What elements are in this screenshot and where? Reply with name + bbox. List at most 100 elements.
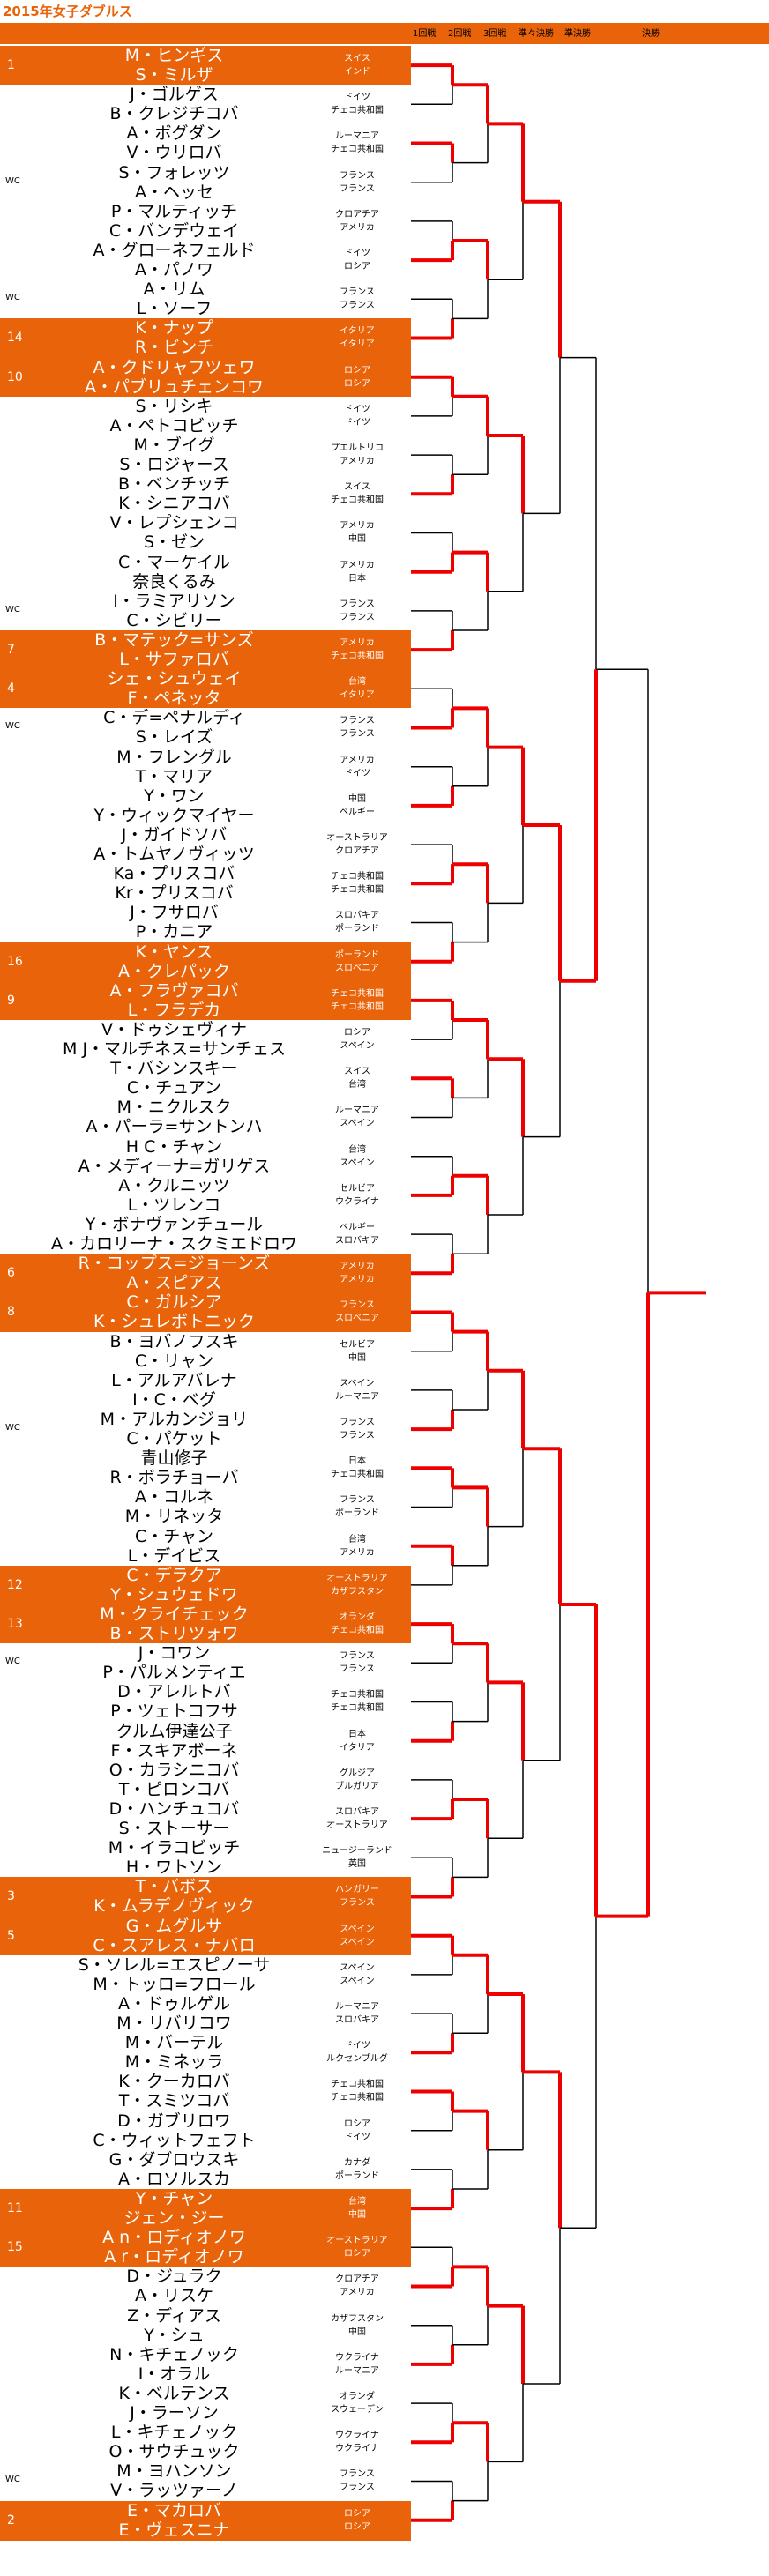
player-2-name: F・スキアボーネ — [110, 1740, 238, 1761]
player-1-name: C・デ=ペナルディ — [103, 708, 245, 728]
player-2-name: Y・ウィックマイヤー — [93, 805, 255, 825]
player-2-name: J・ラーソン — [130, 2403, 219, 2423]
player-1-country: ロシア — [344, 365, 370, 376]
player-2-country: スペイン — [340, 1119, 375, 1129]
player-1-country: オーストラリア — [326, 833, 388, 843]
player-2-name: C・バンデウェイ — [108, 220, 240, 241]
player-2-country: ドイツ — [344, 768, 370, 778]
player-1-country: スイス — [344, 54, 370, 63]
player-2-country: 中国 — [348, 1352, 366, 1363]
player-2-country: チェコ共和国 — [331, 885, 384, 896]
player-1-name: T・バボス — [135, 1877, 213, 1897]
player-1-name: Y・ボナヴァンチュール — [85, 1215, 264, 1234]
player-2-country: ドイツ — [344, 417, 370, 428]
player-1-name: S・フォレッツ — [118, 162, 230, 182]
player-2-name: T・スミツコバ — [118, 2091, 230, 2111]
player-2-name: A・ペトコビッチ — [109, 415, 239, 436]
player-2-country: ロシア — [344, 262, 370, 272]
player-1-country: ニュージーランド — [322, 1846, 392, 1857]
player-1-name: J・ゴルゲス — [130, 85, 219, 105]
seed-number: 5 — [7, 1928, 15, 1943]
player-1-name: V・レプシェンコ — [109, 513, 239, 533]
player-1-country: ロシア — [344, 2118, 370, 2129]
wildcard-badge: WC — [5, 175, 20, 186]
player-1-name: クルム伊達公子 — [116, 1721, 233, 1741]
seed-number: 10 — [7, 369, 23, 384]
player-1-country: プエルトリコ — [331, 443, 384, 453]
player-2-country: スペイン — [340, 1158, 375, 1168]
player-2-name: A r・ロディオノワ — [104, 2247, 244, 2267]
player-1-country: ドイツ — [344, 249, 370, 258]
player-1-name: D・ハンチュコバ — [108, 1799, 240, 1819]
player-1-country: アメリカ — [340, 521, 375, 532]
player-1-country: フランス — [340, 716, 375, 726]
player-1-name: Z・ディアス — [127, 2305, 221, 2326]
player-2-country: スロベニア — [335, 1314, 379, 1324]
player-2-name: M・リバリコワ — [116, 2014, 232, 2033]
player-1-name: A・ドゥルゲル — [118, 1994, 230, 2014]
player-2-name: ジェン・ジー — [123, 2208, 225, 2228]
player-1-name: L・アルアバレナ — [111, 1370, 237, 1390]
player-2-country: 中国 — [348, 2210, 366, 2220]
player-1-name: B・ベンチッチ — [117, 474, 231, 495]
player-2-country: フランス — [340, 729, 375, 740]
player-2-name: S・ロジャース — [119, 455, 229, 474]
player-2-name: V・ウリロバ — [126, 143, 222, 163]
player-1-name: Y・チャン — [135, 2189, 213, 2208]
player-2-country: フランス — [340, 2483, 375, 2493]
player-2-country: ウクライナ — [335, 2444, 379, 2454]
player-2-country: チェコ共和国 — [331, 495, 384, 506]
player-1-country: チェコ共和国 — [331, 1690, 384, 1701]
player-2-country: イタリア — [340, 690, 375, 701]
player-1-name: O・カラシニコバ — [108, 1760, 240, 1780]
player-2-country: チェコ共和国 — [331, 1001, 384, 1012]
player-2-name: B・ストリツォワ — [109, 1624, 239, 1643]
player-2-country: クロアチア — [335, 846, 379, 856]
player-1-country: フランス — [340, 170, 375, 181]
player-2-name: A・ロソルスカ — [118, 2169, 230, 2189]
round-label-3: 3回戦 — [483, 29, 507, 39]
player-1-country: スペイン — [340, 1962, 375, 1973]
player-2-name: S・ゼン — [143, 532, 205, 553]
player-1-name: A・グローネフェルド — [93, 241, 256, 260]
player-2-name: V・ラッツァーノ — [110, 2481, 238, 2501]
player-2-country: ロシア — [344, 378, 370, 389]
player-1-country: ポーランド — [335, 949, 379, 960]
player-2-country: スロバキア — [335, 2015, 379, 2025]
player-2-country: スロバキア — [335, 1236, 379, 1246]
player-2-country: アメリカ — [340, 1547, 375, 1558]
player-2-name: M J・マルチネス=サンチェス — [63, 1039, 286, 1059]
player-1-country: ドイツ — [344, 93, 370, 103]
seed-number: 12 — [7, 1577, 23, 1592]
player-1-name: M・ニクルスク — [116, 1098, 232, 1118]
player-2-country: ルーマニア — [335, 1391, 379, 1402]
player-2-name: H・ワトソン — [125, 1858, 223, 1878]
player-1-name: V・ドゥシェヴィナ — [101, 1020, 247, 1039]
player-1-name: C・デラクア — [126, 1565, 222, 1585]
player-1-country: フランス — [340, 1418, 375, 1427]
player-2-name: A・メディーナ=ガリゲス — [78, 1156, 271, 1176]
player-2-name: Y・シュウェドワ — [110, 1584, 238, 1604]
player-1-country: ルーマニア — [335, 2002, 379, 2012]
player-1-name: J・ガイドソバ — [121, 825, 228, 845]
player-1-name: C・ガルシア — [126, 1292, 222, 1313]
round-label-final: 決勝 — [642, 29, 660, 39]
round-label-1: 1回戦 — [413, 29, 437, 39]
player-1-name: A n・ロディオノワ — [102, 2228, 246, 2248]
player-1-name: H C・チャン — [125, 1136, 223, 1157]
player-1-name: J・コワン — [138, 1643, 211, 1664]
